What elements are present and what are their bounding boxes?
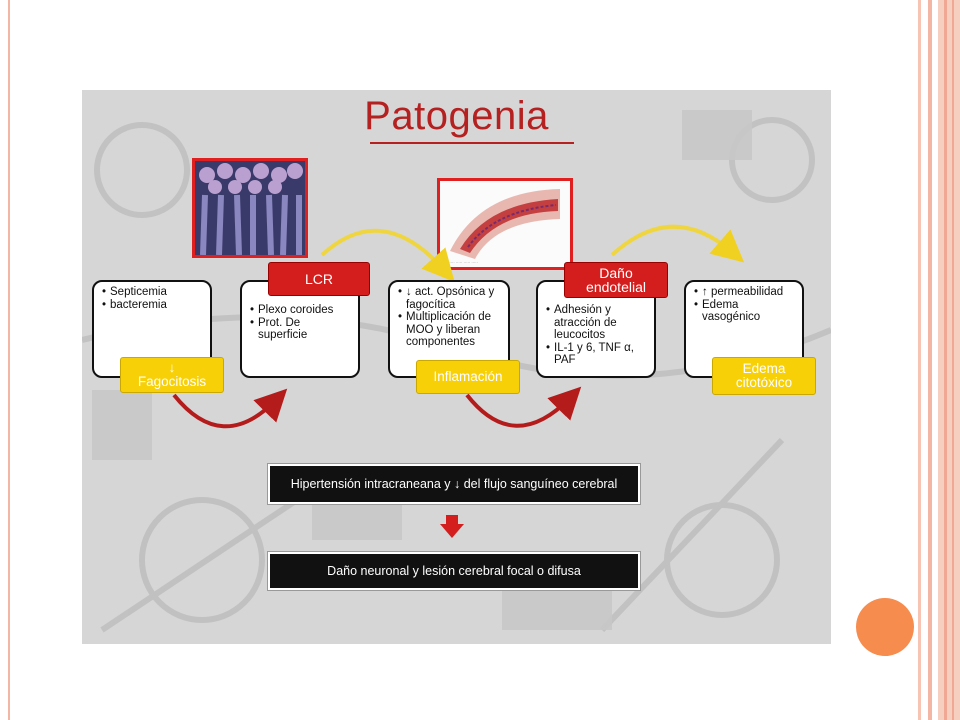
curved-arrow-red xyxy=(465,386,582,428)
bullet-item: Prot. De superficie xyxy=(250,317,352,342)
bullet-item: ↑ permeabilidad xyxy=(694,286,796,299)
bullet-item: Plexo coroides xyxy=(250,304,352,317)
label-edema-citotoxico: Edema citotóxico xyxy=(712,357,816,395)
label-fagocitosis: ↓ Fagocitosis xyxy=(120,357,224,393)
right-border-stripe xyxy=(918,0,921,720)
right-border-stripe xyxy=(944,0,947,720)
stage-box-2: Plexo coroides Prot. De superficie xyxy=(240,280,360,378)
right-border-stripe xyxy=(952,0,954,720)
diagram-image: Patogenia ····· ····· ····· ·· xyxy=(82,90,831,644)
outcome-bar-neuronal-damage: Daño neuronal y lesión cerebral focal o … xyxy=(267,551,641,591)
bullet-item: Septicemia xyxy=(102,286,204,299)
right-border-stripe xyxy=(928,0,932,720)
accent-circle xyxy=(856,598,914,656)
label-lcr: LCR xyxy=(268,262,370,296)
label-inflamacion: Inflamación xyxy=(416,360,520,394)
blood-vessel-illustration: ····· ····· ····· ····· xyxy=(437,178,573,270)
diagram-title: Patogenia xyxy=(364,94,549,138)
label-dano-endotelial: Daño endotelial xyxy=(564,262,668,298)
bullet-item: IL-1 y 6, TNF α, PAF xyxy=(546,342,648,367)
title-underline xyxy=(370,142,574,144)
bullet-item: Adhesión y atracción de leucocitos xyxy=(546,304,648,342)
bullet-item: Multiplicación de MOO y liberan componen… xyxy=(398,311,502,349)
down-arrow-red xyxy=(440,515,464,538)
curved-arrow-yellow xyxy=(320,228,455,282)
svg-text:····· ····· ····· ·····: ····· ····· ····· ····· xyxy=(448,260,478,265)
flow-arrows xyxy=(172,224,745,538)
ependyma-photo xyxy=(192,158,308,258)
right-border-stripe xyxy=(938,0,960,720)
bullet-item: ↓ act. Opsónica y fagocítica xyxy=(398,286,502,311)
left-border-stripe xyxy=(8,0,10,720)
bullet-item: Edema vasogénico xyxy=(694,299,796,324)
bullet-item: bacteremia xyxy=(102,299,204,312)
curved-arrow-yellow xyxy=(610,224,745,263)
curved-arrow-red xyxy=(172,388,288,429)
outcome-bar-hypertension: Hipertensión intracraneana y ↓ del flujo… xyxy=(267,463,641,505)
